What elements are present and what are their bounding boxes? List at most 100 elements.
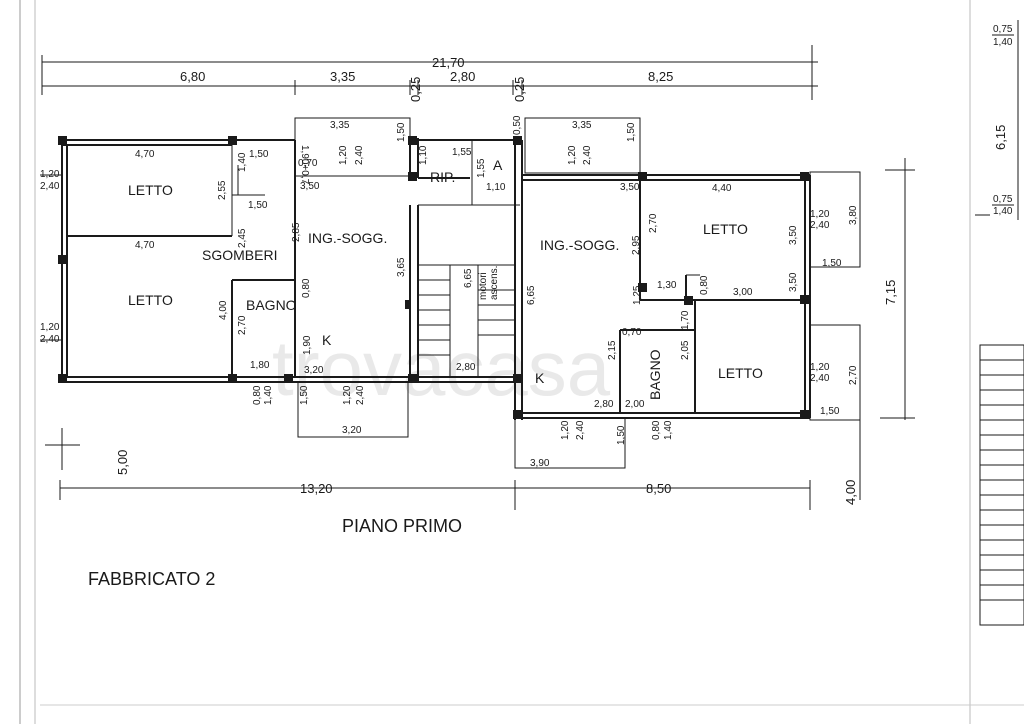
room-letto-ne: LETTO — [703, 221, 748, 237]
dim-125: 1,25 — [632, 285, 643, 305]
dim-270a: 2,70 — [237, 315, 248, 335]
dim-120f: 1,20 — [810, 209, 830, 220]
dim-240f: 2,40 — [810, 220, 830, 231]
dim-665a: 6,65 — [463, 268, 474, 288]
dim-d2: 3,35 — [330, 69, 355, 84]
dim-190b: 1,90+0,7 — [299, 145, 310, 185]
plan-title: FABBRICATO 2 — [88, 569, 215, 589]
dim-120c: 1,20 — [342, 385, 353, 405]
room-ing-sogg-e: ING.-SOGG. — [540, 237, 619, 253]
dim-400: 4,00 — [218, 300, 229, 320]
dim-080d: 0,80 — [651, 420, 662, 440]
depth-dimension: 7,15 — [880, 158, 915, 420]
dim-050: 0,50 — [512, 115, 523, 135]
room-labels: LETTO LETTO SGOMBERI BAGNO K ING.-SOGG. … — [128, 157, 763, 400]
right-stair-lines — [980, 359, 1024, 601]
interior-dimensions: 4,70 1,50 1,40 1,20 2,40 2,55 1,50 4,70 … — [40, 115, 859, 469]
dim-170: 1,70 — [680, 310, 691, 330]
dim-140c: 1,40 — [663, 420, 674, 440]
room-letto-w: LETTO — [128, 292, 173, 308]
dim-245: 2,45 — [237, 228, 248, 248]
dim-470a: 4,70 — [135, 149, 155, 160]
right-dimensions: 0,75 1,40 6,15 0,75 1,40 — [975, 20, 1024, 626]
dim-240c: 2,40 — [355, 385, 366, 405]
dim-270c: 2,70 — [848, 365, 859, 385]
top-dimensions: 21,70 6,80 3,35 0,25 2,80 0,25 8,25 — [41, 45, 818, 102]
dim-280b: 2,80 — [594, 399, 614, 410]
room-k-e: K — [535, 370, 545, 386]
dim-295: 2,95 — [631, 235, 642, 255]
dim-080a: 0,80 — [301, 278, 312, 298]
dim-665b: 6,65 — [526, 285, 537, 305]
dim-070b: 0,70 — [622, 327, 642, 338]
dim-240h: 2,40 — [575, 420, 586, 440]
dim-d4: 2,80 — [450, 69, 475, 84]
dim-right-low-b: 1,40 — [993, 206, 1013, 217]
dim-240e: 2,40 — [582, 145, 593, 165]
dim-right-top-b: 1,40 — [993, 37, 1013, 48]
dim-120d: 1,20 — [338, 145, 349, 165]
dim-130: 1,30 — [657, 280, 677, 291]
dim-365: 3,65 — [396, 257, 407, 277]
dim-right-vert: 4,00 — [843, 480, 858, 505]
room-ascens: ascens. — [489, 266, 500, 300]
dim-150d: 1,50 — [396, 122, 407, 142]
dim-150h: 1,50 — [616, 425, 627, 445]
room-bagno-w: BAGNO — [246, 297, 297, 313]
dim-bottom-left: 13,20 — [300, 481, 333, 496]
plan-subtitle: PIANO PRIMO — [342, 516, 462, 536]
dim-110b: 1,10 — [486, 182, 506, 193]
dim-350a: 3,50 — [300, 181, 320, 192]
dim-200: 2,00 — [625, 399, 645, 410]
dim-240g: 2,40 — [810, 373, 830, 384]
dim-120a: 1,20 — [40, 169, 60, 180]
bottom-dimensions: 13,20 8,50 5,00 4,00 — [45, 420, 861, 510]
dim-right-mid: 6,15 — [993, 125, 1008, 150]
dim-bottom-right: 8,50 — [646, 481, 671, 496]
dim-190: 1,90 — [302, 335, 313, 355]
dim-240a: 2,40 — [40, 181, 60, 192]
dim-140a: 1,40 — [237, 152, 248, 172]
dim-285: 2,85 — [291, 222, 302, 242]
dim-320b: 3,20 — [342, 425, 362, 436]
dim-150f: 1,50 — [822, 258, 842, 269]
dim-350b: 3,50 — [620, 182, 640, 193]
dim-255: 2,55 — [217, 180, 228, 200]
dim-240d: 2,40 — [354, 145, 365, 165]
dim-d3: 0,25 — [408, 77, 423, 102]
dim-150a: 1,50 — [249, 149, 269, 160]
dim-390: 3,90 — [530, 458, 550, 469]
dim-280: 2,80 — [456, 362, 476, 373]
dim-156: 1,55 — [476, 158, 487, 178]
dim-right-top-a: 0,75 — [993, 24, 1013, 35]
dim-110a: 1,10 — [418, 145, 429, 165]
room-bagno-e: BAGNO — [647, 349, 663, 400]
dim-d5: 0,25 — [512, 77, 527, 102]
dim-335b: 3,35 — [572, 120, 592, 131]
dim-080b: 0,80 — [252, 385, 263, 405]
dim-070: 0,70 — [298, 158, 318, 169]
dim-150c: 1,50 — [299, 385, 310, 405]
dim-depth: 7,15 — [883, 280, 898, 305]
room-ing-sogg-w: ING.-SOGG. — [308, 230, 387, 246]
room-a: A — [493, 157, 503, 173]
dim-d1: 6,80 — [180, 69, 205, 84]
dim-120h: 1,20 — [560, 420, 571, 440]
dim-180: 1,80 — [250, 360, 270, 371]
dim-320a: 3,20 — [304, 365, 324, 376]
dim-left-vert: 5,00 — [115, 450, 130, 475]
dim-350c: 3,50 — [788, 225, 799, 245]
dim-380: 3,80 — [848, 205, 859, 225]
dim-120b: 1,20 — [40, 322, 60, 333]
dim-d6: 8,25 — [648, 69, 673, 84]
dim-120e: 1,20 — [567, 145, 578, 165]
room-rip: RIP. — [430, 169, 455, 185]
dim-350d: 3,50 — [788, 272, 799, 292]
dim-right-low-a: 0,75 — [993, 194, 1013, 205]
room-sgomberi: SGOMBERI — [202, 247, 277, 263]
dim-270b: 2,70 — [648, 213, 659, 233]
dim-470b: 4,70 — [135, 240, 155, 251]
dim-140b: 1,40 — [263, 385, 274, 405]
dim-150b: 1,50 — [248, 200, 268, 211]
